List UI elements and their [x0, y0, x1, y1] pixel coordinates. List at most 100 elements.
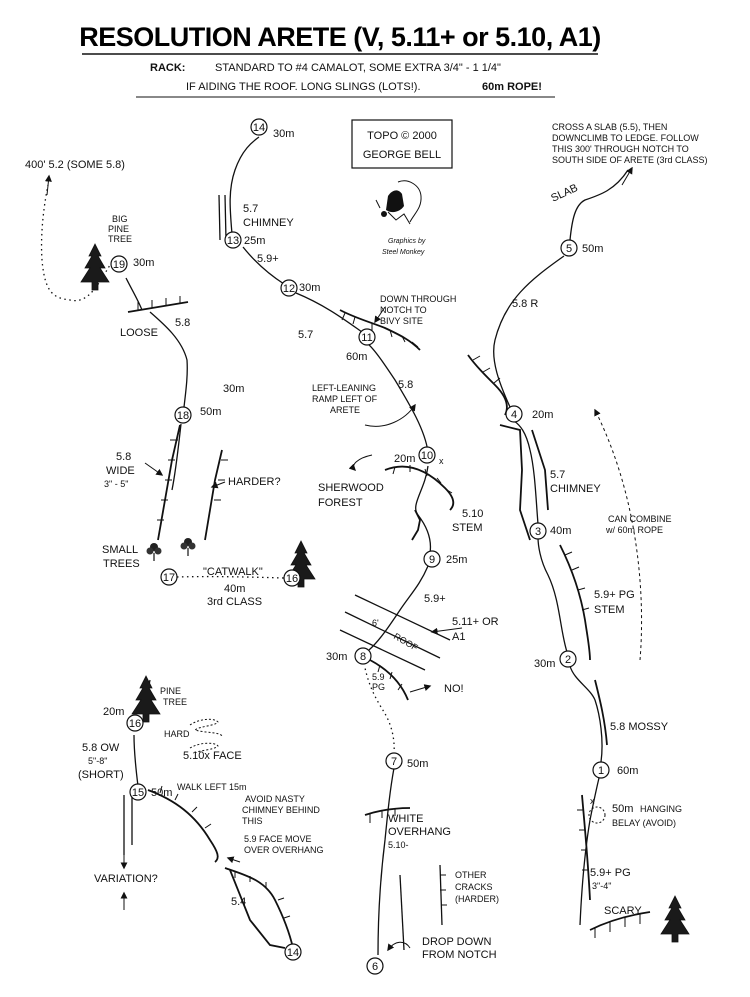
label: 20m — [532, 409, 553, 421]
belay-circle — [505, 405, 523, 423]
label: THIS — [242, 816, 263, 826]
label: 5.9+ PG — [594, 589, 635, 601]
label: TREE — [163, 697, 187, 707]
belay-circle — [559, 650, 577, 668]
rack-rope: 60m ROPE! — [482, 81, 542, 93]
graphics-credit-2: Steel Monkey — [382, 249, 425, 256]
label: BELAY (AVOID) — [612, 818, 676, 828]
belay-number: 16 — [286, 573, 298, 585]
label: HANGING — [640, 804, 682, 814]
belay-number: 11 — [361, 332, 372, 344]
label: 5.10x FACE — [183, 750, 242, 762]
label: CROSS A SLAB (5.5), THEN — [552, 122, 667, 132]
label: 25m — [446, 554, 467, 566]
belay-number: 14 — [253, 122, 265, 134]
label: 20m — [394, 453, 415, 465]
graphics-credit-1: Graphics by — [388, 238, 426, 245]
label: STEM — [452, 522, 483, 534]
belay-number: 18 — [177, 410, 189, 422]
belay-station: 16 — [126, 714, 144, 732]
belay-station: 14 — [250, 118, 268, 136]
rock-features — [127, 194, 651, 952]
belay-circle — [110, 255, 128, 273]
belay-number: 9 — [429, 554, 435, 566]
belay-station: 12 — [280, 279, 298, 297]
label: SMALL — [102, 544, 138, 556]
label: 40m — [550, 525, 571, 537]
label: FOREST — [318, 497, 363, 509]
rack-line-2: IF AIDING THE ROOF. LONG SLINGS (LOTS!). — [186, 81, 421, 93]
copyright-box — [351, 119, 453, 169]
belay-station: 15 — [129, 783, 147, 801]
belay-number: 14 — [287, 947, 299, 959]
label: ROOF — [392, 631, 420, 653]
label: OVERHANG — [388, 826, 451, 838]
belay-station: 1 — [592, 761, 610, 779]
label: x — [590, 796, 595, 806]
label: AVOID NASTY — [245, 794, 305, 804]
belay-circle — [385, 752, 403, 770]
label: 5.7 — [298, 329, 313, 341]
label: 20m — [103, 706, 124, 718]
label: 50m — [151, 787, 172, 799]
label: (HARDER) — [455, 894, 499, 904]
belay-station: 4 — [505, 405, 523, 423]
label: 30m — [223, 383, 244, 395]
label: RAMP LEFT OF — [312, 394, 378, 404]
label: 5.9+ — [257, 253, 279, 265]
label: PINE — [160, 686, 181, 696]
label: OVER OVERHANG — [244, 845, 324, 855]
label: NO! — [444, 683, 464, 695]
label: 5.9+ PG — [590, 867, 631, 879]
label: 3" - 5" — [104, 479, 128, 489]
label: 30m — [299, 282, 320, 294]
belay-number: 12 — [283, 283, 295, 295]
label: DOWN THROUGH — [380, 294, 456, 304]
label: 5.8 — [398, 379, 413, 391]
copyright-line-1: TOPO © 2000 — [367, 130, 437, 142]
label: STEM — [594, 604, 625, 616]
label: 50m — [612, 803, 633, 815]
belay-station: 13 — [224, 231, 242, 249]
belay-number: 4 — [511, 409, 517, 421]
label: 30m — [133, 257, 154, 269]
belay-station: 16 — [283, 569, 301, 587]
label: PINE — [108, 224, 129, 234]
belay-number: 16 — [129, 718, 141, 730]
belay-station: 7 — [385, 752, 403, 770]
label: THIS 300' THROUGH NOTCH TO — [552, 144, 689, 154]
label: VARIATION? — [94, 873, 158, 885]
belay-station: 8 — [354, 647, 372, 665]
label: BIG — [112, 214, 128, 224]
label: WALK LEFT 15m — [177, 782, 247, 792]
route-lines — [40, 136, 633, 956]
label: 30m — [273, 128, 294, 140]
label: (SHORT) — [78, 769, 124, 781]
belay-number: 10 — [421, 450, 433, 462]
belay-station: 18 — [174, 406, 192, 424]
label: LEFT-LEANING — [312, 383, 376, 393]
label: 25m — [244, 235, 265, 247]
label: 5.8 R — [512, 298, 538, 310]
label: CHIMNEY — [243, 217, 294, 229]
label: 5.10- — [388, 840, 409, 850]
label: 3rd CLASS — [207, 596, 262, 608]
label: 5"-8" — [88, 756, 107, 766]
page-title: RESOLUTION ARETE (V, 5.11+ or 5.10, A1) — [79, 22, 600, 52]
belay-number: 13 — [227, 235, 239, 247]
label: 50m — [582, 243, 603, 255]
label: 5.7 — [243, 203, 258, 215]
label: OTHER — [455, 870, 487, 880]
belay-station: 14 — [284, 943, 302, 961]
rack-label: RACK: — [150, 62, 185, 74]
belay-circle — [160, 568, 178, 586]
belay-station: 5 — [560, 239, 578, 257]
label: BIVY SITE — [380, 316, 423, 326]
pine-tree-icon — [660, 895, 690, 943]
label: "CATWALK" — [203, 566, 263, 578]
belay-number: 15 — [132, 787, 144, 799]
label: 5.8 — [175, 317, 190, 329]
belay-station: 3 — [529, 522, 547, 540]
